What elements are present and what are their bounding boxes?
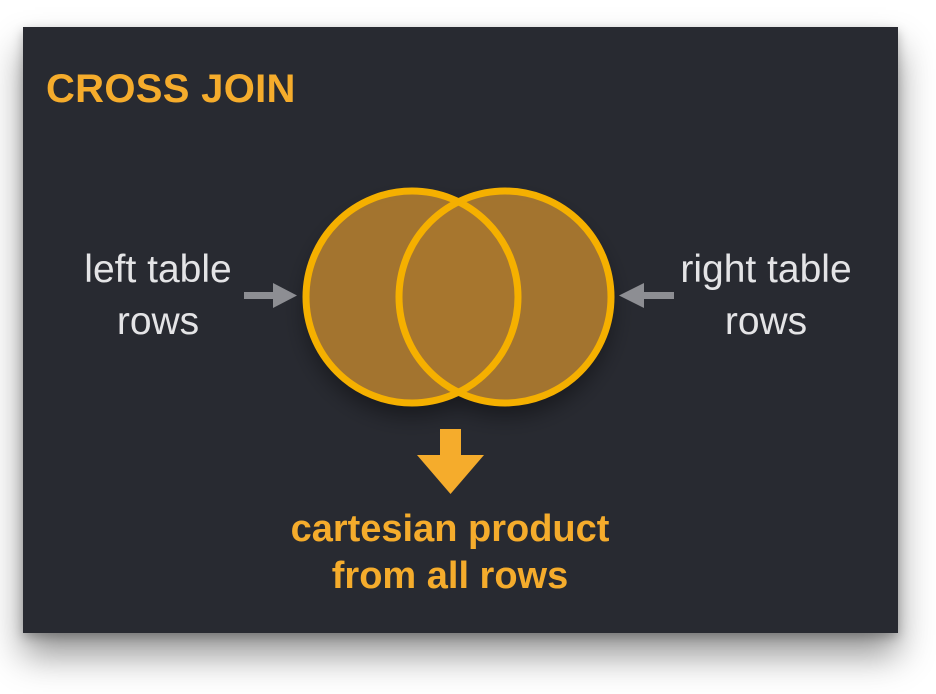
right-table-label-line1: right table	[680, 248, 852, 291]
right-arrow-icon	[619, 283, 674, 308]
left-table-circle-outline	[302, 187, 522, 407]
right-table-circle	[399, 191, 611, 403]
left-table-label-line1: left table	[84, 248, 232, 291]
right-table-label-line2: rows	[724, 300, 808, 343]
down-arrow-icon	[417, 429, 484, 494]
result-label: cartesian product from all rows	[200, 506, 700, 600]
right-table-label: right table rows	[656, 244, 876, 348]
result-label-line1: cartesian product	[290, 508, 610, 550]
diagram-title: CROSS JOIN	[46, 67, 296, 111]
result-label-line2: from all rows	[331, 555, 569, 597]
left-table-label-line2: rows	[116, 300, 200, 343]
left-arrow-icon	[244, 283, 297, 308]
left-table-label: left table rows	[58, 244, 258, 348]
right-table-circle-outline	[395, 187, 615, 407]
venn-circles	[306, 191, 611, 403]
